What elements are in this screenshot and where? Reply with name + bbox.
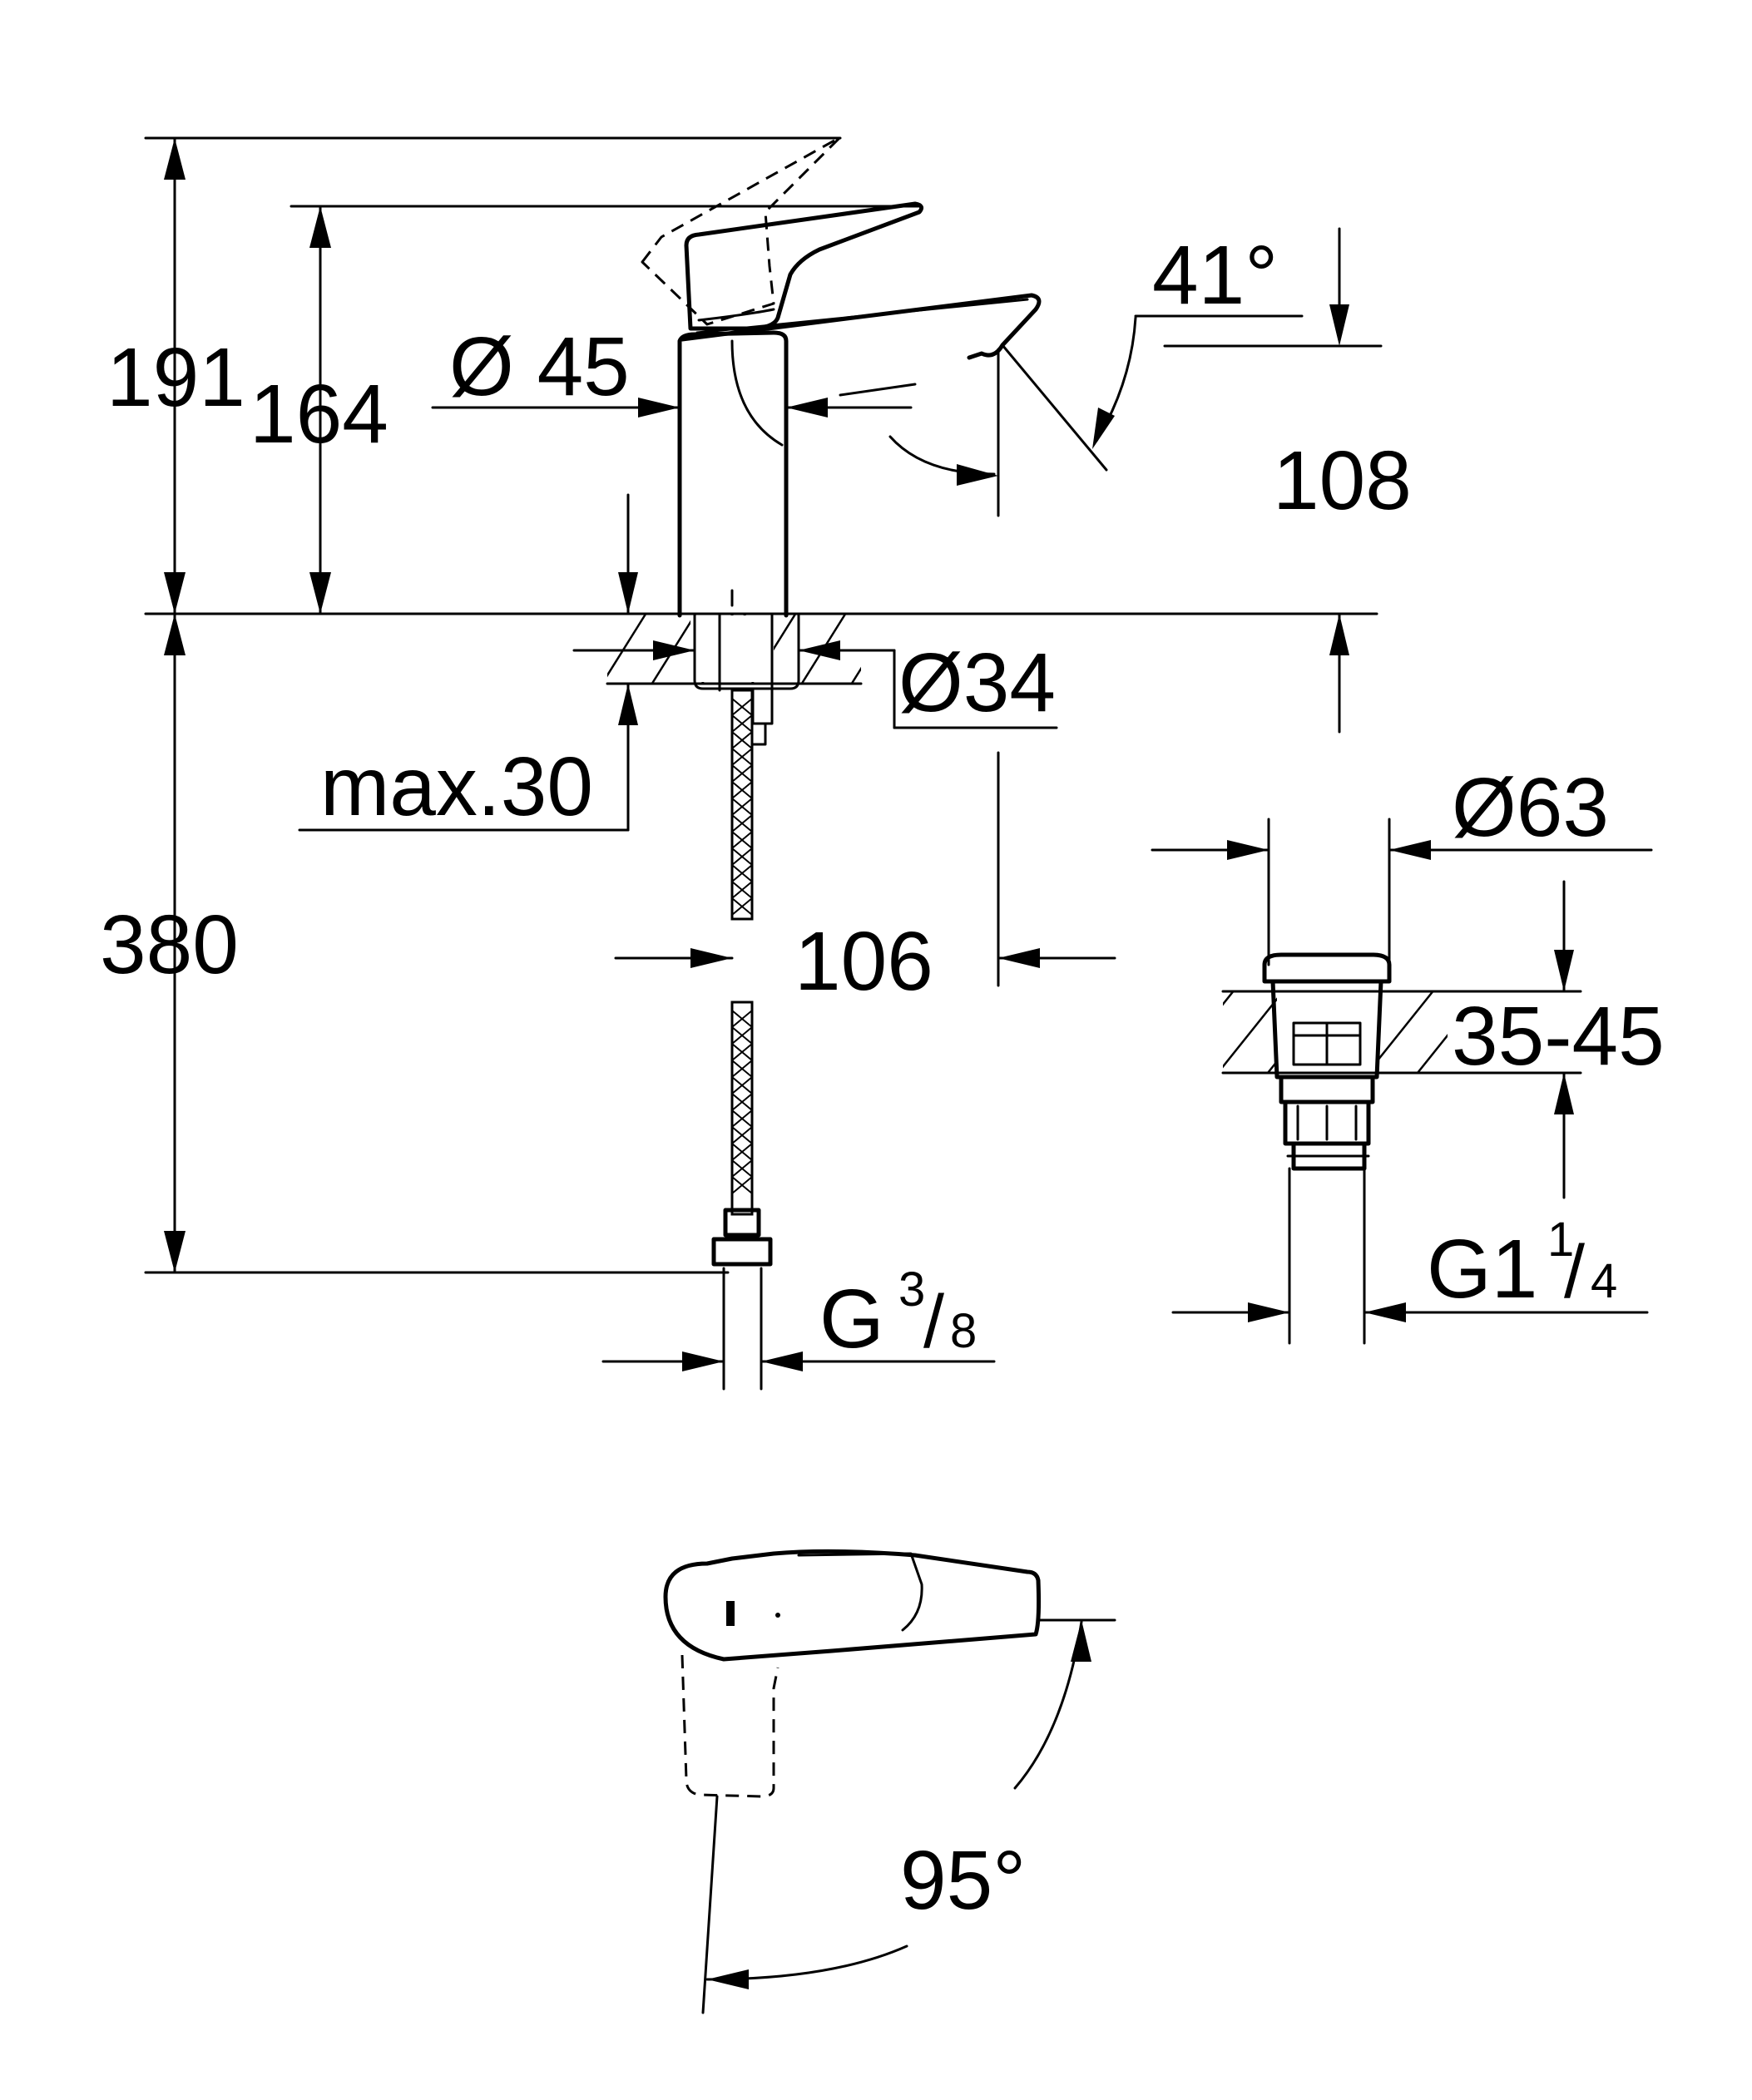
thread-waste-den: 4 — [1591, 1254, 1617, 1308]
dim-spout-reach: 108 — [1273, 434, 1412, 527]
supply-hose — [711, 689, 773, 1391]
faucet-spout — [680, 293, 1042, 360]
dim-body-diameter: Ø 45 — [449, 320, 630, 413]
dim-waste-thread: G1 1 / 4 — [1427, 1213, 1617, 1316]
dim-hose-reach: 106 — [794, 915, 933, 1008]
dim-lever-angle: 41° — [1152, 229, 1278, 322]
lever-raised-outline — [641, 136, 842, 326]
faucet-body — [677, 330, 789, 618]
dim-connection-thread: G 3 / 8 — [819, 1262, 977, 1366]
thread-g-main: G — [819, 1272, 884, 1366]
dim-total-height: 191 — [106, 331, 245, 424]
faucet-lever — [684, 201, 924, 331]
dimension-lines — [144, 136, 1653, 2014]
thread-g-den: 8 — [950, 1304, 977, 1358]
thread-waste-main: G1 — [1427, 1223, 1537, 1316]
dim-hose-length: 380 — [100, 898, 239, 991]
waste-valve — [1221, 952, 1449, 1345]
dim-waste-thickness: 35-45 — [1452, 990, 1665, 1083]
dim-rotation-angle: 95° — [900, 1834, 1026, 1927]
dim-mounting-hole: Ø34 — [898, 636, 1056, 729]
dim-waste-diameter: Ø63 — [1452, 761, 1609, 854]
svg-text:/: / — [1564, 1231, 1585, 1314]
svg-text:/: / — [923, 1281, 944, 1364]
thread-g-num: 3 — [898, 1262, 925, 1317]
dim-spout-height: 164 — [250, 368, 389, 461]
faucet-side-view — [641, 136, 1042, 618]
faucet-top-view — [663, 1549, 1042, 1798]
dim-max-thickness: max.30 — [320, 740, 593, 833]
thread-waste-num: 1 — [1547, 1213, 1574, 1267]
